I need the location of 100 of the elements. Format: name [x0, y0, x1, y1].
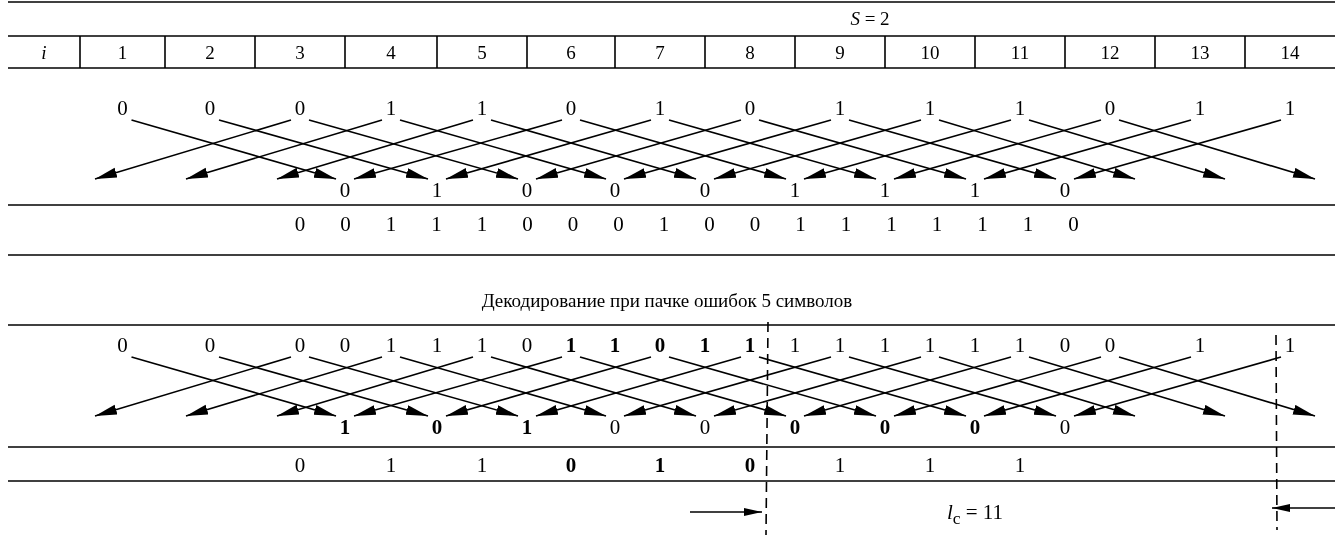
bit-value: 0	[609, 179, 621, 201]
arrow	[579, 119, 787, 180]
bit-value: 0	[744, 97, 756, 119]
bit-value: 0	[1059, 334, 1071, 356]
bit-value: 1	[476, 454, 488, 476]
column-number: 9	[835, 42, 845, 62]
arrow	[938, 119, 1136, 180]
bit-value: 0	[339, 334, 351, 356]
bit-value: 1	[789, 179, 801, 201]
column-number: 12	[1100, 42, 1120, 62]
arrow	[623, 356, 832, 417]
bit-value: 0	[1104, 97, 1116, 119]
arrow	[668, 119, 877, 180]
arrow	[130, 119, 337, 180]
arrow	[1073, 356, 1282, 417]
bit-value: 0	[704, 213, 715, 235]
bit-value: 0	[294, 454, 306, 476]
arrow	[713, 119, 922, 180]
bit-value: 0	[565, 97, 577, 119]
bit-value: 1	[521, 416, 533, 438]
arrow	[1118, 119, 1316, 180]
column-number: 7	[655, 42, 665, 62]
bit-value: 1	[1284, 334, 1296, 356]
bit-value: 0	[294, 334, 306, 356]
bit-value: 0	[613, 213, 624, 235]
bit-value: 1	[795, 213, 806, 235]
arrow	[353, 119, 563, 180]
bit-value: 0	[1059, 416, 1071, 438]
column-number: 11	[1010, 42, 1030, 62]
bit-value: 0	[567, 213, 579, 235]
arrow	[848, 119, 1057, 180]
arrow	[938, 356, 1136, 417]
bit-value: 1	[840, 213, 852, 235]
bit-value: 1	[699, 334, 711, 356]
column-number: 14	[1280, 42, 1300, 62]
bit-value: 0	[699, 179, 711, 201]
bit-value: 0	[431, 416, 443, 438]
bit-value: 1	[385, 454, 397, 476]
bit-value: 1	[476, 97, 488, 119]
bit-value: 1	[565, 334, 577, 356]
bit-value: 1	[879, 334, 891, 356]
arrow	[1028, 119, 1226, 180]
arrow	[399, 356, 607, 417]
bit-value: 1	[789, 334, 801, 356]
arrow	[308, 119, 519, 180]
bit-value: 0	[969, 416, 981, 438]
bit-value: 1	[476, 334, 488, 356]
bit-value: 1	[1014, 334, 1026, 356]
arrow	[276, 119, 474, 180]
bit-value: 0	[521, 334, 533, 356]
bit-value: 0	[699, 416, 711, 438]
bit-value: 0	[294, 213, 306, 235]
bit-value: 1	[834, 454, 846, 476]
bit-value: 0	[117, 334, 128, 356]
bit-value: 1	[879, 179, 891, 201]
bit-value: 1	[1014, 454, 1026, 476]
bit-value: 0	[1059, 179, 1071, 201]
arrow	[218, 119, 429, 180]
arrow	[445, 119, 652, 180]
bit-value: 1	[654, 454, 666, 476]
arrow	[535, 356, 742, 417]
arrow	[490, 119, 697, 180]
bit-value: 1	[969, 179, 981, 201]
arrow	[94, 356, 292, 417]
bit-value: 0	[654, 334, 666, 356]
bit-value: 1	[1194, 97, 1206, 119]
bit-value: 1	[476, 213, 488, 235]
arrow	[1028, 356, 1226, 417]
bit-value: 1	[969, 334, 981, 356]
arrow	[94, 119, 292, 180]
column-number: 3	[295, 42, 305, 62]
bit-value: 0	[744, 454, 756, 476]
column-number: 10	[920, 42, 940, 62]
column-number: 4	[386, 42, 396, 62]
bit-value: 1	[977, 213, 988, 235]
bit-value: 1	[339, 416, 351, 438]
arrow	[1073, 119, 1282, 180]
bit-value: 0	[204, 97, 216, 119]
arrow	[185, 119, 383, 180]
bit-value: 0	[749, 213, 761, 235]
bit-value: 1	[886, 213, 897, 235]
bit-value: 1	[385, 334, 397, 356]
bit-value: 1	[431, 179, 443, 201]
bit-value: 1	[385, 97, 397, 119]
bit-value: 0	[522, 213, 533, 235]
column-number: 2	[205, 42, 215, 62]
arrow	[353, 356, 563, 417]
bit-value: 0	[565, 454, 577, 476]
arrow	[579, 356, 787, 417]
bit-value: 1	[1022, 213, 1034, 235]
length-label: l$_{c}$ = 11	[946, 502, 1004, 528]
arrow	[308, 356, 519, 417]
bit-value: 0	[789, 416, 801, 438]
arrow	[1118, 356, 1316, 417]
arrow	[983, 119, 1192, 180]
arrow	[668, 356, 877, 417]
bit-value: 0	[294, 97, 306, 119]
arrow	[130, 356, 337, 417]
caption-text: Декодирование при пачке ошибок 5 символов	[481, 290, 853, 310]
row-label: i	[41, 42, 47, 62]
